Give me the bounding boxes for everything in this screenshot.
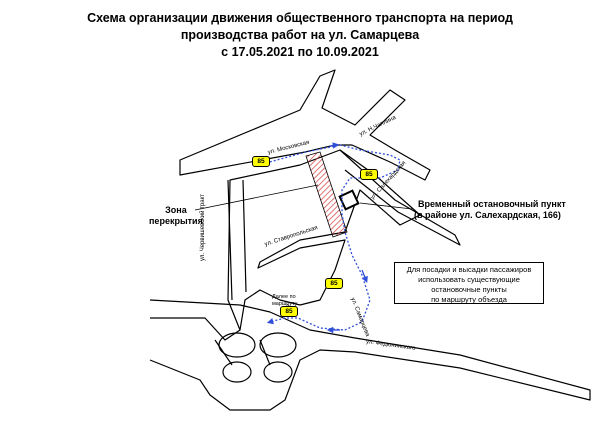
temporary-stop-label-line1: Временный остановочный пункт [418,199,566,209]
map-title: Схема организации движения общественного… [0,10,600,61]
route-badge-85: 85 [252,156,270,167]
info-note-box: Для посадки и высадки пассажиров использ… [394,262,544,304]
road-network [149,69,591,411]
route-badge-85: 85 [280,306,298,317]
closure-zone [305,151,348,238]
title-line-1: Схема организации движения общественного… [87,11,513,25]
zone-pointer-line [194,184,319,211]
street-label-chervishevsky: ул. Червишевский тракт [200,193,206,261]
route-badge-85: 85 [360,169,378,180]
title-line-3: с 17.05.2021 по 10.09.2021 [221,45,379,59]
route-badge-85: 85 [325,278,343,289]
further-on-route-label: Далее по маршруту [272,294,298,307]
stop-pointer-line [359,202,413,210]
detour-route [265,144,401,331]
closure-zone-label: Зона перекрытия [149,205,203,226]
temporary-stop-marker [338,189,360,211]
title-line-2: производства работ на ул. Самарцева [180,28,420,42]
temporary-stop-label-line2: (в районе ул. Салехардская, 166) [414,210,561,220]
info-note-text: Для посадки и высадки пассажиров использ… [406,265,532,304]
